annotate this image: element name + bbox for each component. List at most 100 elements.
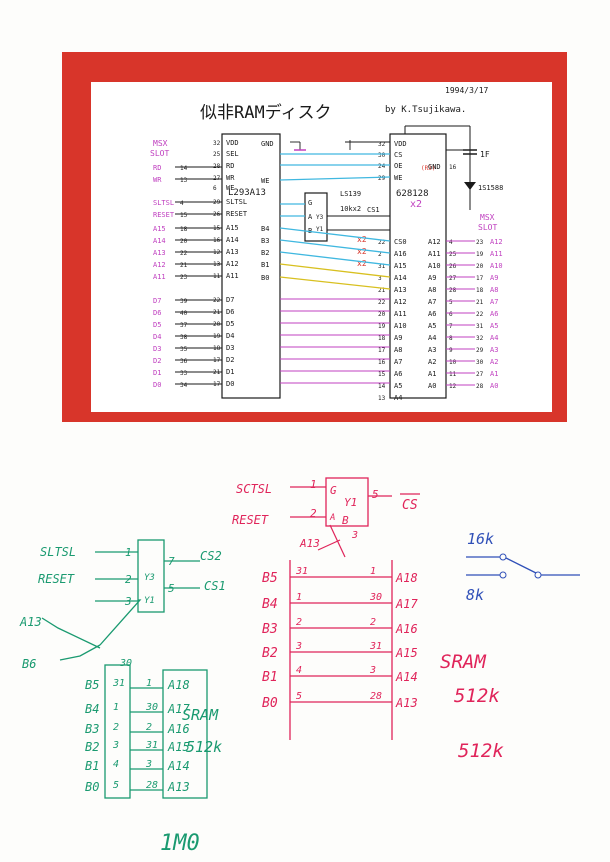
green-left-3: B2 xyxy=(85,740,99,754)
slot-left-3: RESET xyxy=(153,211,175,219)
slot-left-pin-15: 33 xyxy=(180,370,188,377)
red-right-1: A17 xyxy=(395,597,418,611)
green-right-5: A13 xyxy=(167,780,190,794)
green-sltsl: SLTSL xyxy=(40,545,76,559)
slot-right-pin-2: 20 xyxy=(476,263,484,270)
slot-left-pin-4: 18 xyxy=(180,226,188,233)
red-pin5: 5 xyxy=(372,488,379,501)
sram-pin-15: 15 xyxy=(378,371,386,378)
slot-right-0: A12 xyxy=(490,238,503,246)
slot-left-5: A14 xyxy=(153,237,166,245)
sram-right-9: A4 xyxy=(428,334,436,342)
main-left-2: RD xyxy=(226,162,234,170)
red-b: B xyxy=(342,514,349,527)
main-left-6: RESET xyxy=(226,210,248,218)
x2-mark-3: x2 xyxy=(357,259,367,268)
sram-pin-12: 18 xyxy=(378,335,386,342)
green-right-2: A16 xyxy=(167,722,190,736)
green-left-2: B3 xyxy=(85,722,99,736)
slot-left-13: D3 xyxy=(153,345,161,353)
slot-left-pin-0: 14 xyxy=(180,165,188,172)
main-left-12: D7 xyxy=(226,296,234,304)
green-left-1: B4 xyxy=(85,702,99,716)
red-left-pin-5: 5 xyxy=(296,691,302,702)
slot-left-0: RD xyxy=(153,164,161,172)
green-a13: A13 xyxy=(19,615,42,629)
slot-left-10: D6 xyxy=(153,309,161,317)
slot-left-pin-14: 36 xyxy=(180,358,188,365)
main-left-15: D4 xyxy=(226,332,234,340)
main-pin-5: 29 xyxy=(213,199,221,206)
red-reset: RESET xyxy=(232,513,269,527)
slot-right-6: A6 xyxy=(490,310,498,318)
slot-right-8: A4 xyxy=(490,334,498,342)
red-left-pin-4: 4 xyxy=(296,665,302,676)
red-note-512k: 512k xyxy=(454,685,500,707)
slot-left-14: D2 xyxy=(153,357,161,365)
slot-right-4: A8 xyxy=(490,286,498,294)
main-left-17: D2 xyxy=(226,356,234,364)
main-pin-19: 17 xyxy=(213,381,221,388)
decoder-g: G xyxy=(308,199,312,207)
slot-right-pin-8: 32 xyxy=(476,335,484,342)
sram-left-1: CS xyxy=(394,151,402,159)
chip-sram xyxy=(389,133,447,399)
slot-left-16: D0 xyxy=(153,381,161,389)
sram-pin-8: 21 xyxy=(378,287,386,294)
main-pin-3: 27 xyxy=(213,175,221,182)
wire xyxy=(279,263,391,278)
sram-pin-6: 31 xyxy=(378,263,386,270)
red-a: A xyxy=(329,513,335,523)
decoder-label: LS139 xyxy=(340,190,361,198)
green-right-pin-5: 28 xyxy=(146,780,158,791)
sram-right-pins: GNDA12A11A10A9A8A7A6A5A4A3A2A1A016425262… xyxy=(428,163,457,390)
sram-right-pin-13: 12 xyxy=(449,383,457,390)
sram-right-13: A0 xyxy=(428,382,436,390)
resistor-label: 10kx2 xyxy=(340,205,361,213)
slot-left-11: D5 xyxy=(153,321,161,329)
slot-left-pin-9: 39 xyxy=(180,298,188,305)
red-right-3: A15 xyxy=(395,646,418,660)
slot-right-10: A2 xyxy=(490,358,498,366)
green-right-1: A17 xyxy=(167,702,190,716)
green-y3: Y3 xyxy=(144,573,155,583)
sram-pin-17: 13 xyxy=(378,395,386,402)
cap-label: 1F xyxy=(480,150,490,159)
slot-left-pin-6: 22 xyxy=(180,250,188,257)
green-left-5: B0 xyxy=(85,780,99,794)
slot-right-labels: A1223A1119A1020A917A818A721A622A531A432A… xyxy=(476,238,503,390)
red-right-pin-3: 31 xyxy=(369,641,382,652)
decoder-y3: Y3 xyxy=(316,214,324,221)
green-left-pin-2: 2 xyxy=(113,722,119,733)
sram-left-6: A15 xyxy=(394,262,407,270)
main-pin-4: 6 xyxy=(213,185,217,192)
slot-left-pin-13: 35 xyxy=(180,346,188,353)
red-sltsl: SCTSL xyxy=(236,482,272,496)
sram-right-pin-8: 7 xyxy=(449,323,453,330)
main-pin-1: 25 xyxy=(213,151,221,158)
sram-left-12: A9 xyxy=(394,334,402,342)
main-right-0: GND xyxy=(261,140,274,148)
msx-slot-right-2: SLOT xyxy=(478,223,497,232)
chip-main-label: L293A13 xyxy=(228,188,266,198)
chip-decoder xyxy=(304,192,328,242)
main-pin-17: 17 xyxy=(213,357,221,364)
main-pin-18: 21 xyxy=(213,369,221,376)
slot-left-pin-7: 21 xyxy=(180,262,188,269)
slot-left-pin-3: 15 xyxy=(180,212,188,219)
sram-right-1: A12 xyxy=(428,238,441,246)
slot-left-8: A11 xyxy=(153,273,166,281)
main-pin-12: 22 xyxy=(213,297,221,304)
red-right-pin-5: 28 xyxy=(370,691,382,702)
sram-right-pin-0: 16 xyxy=(449,164,457,171)
slot-left-pin-11: 37 xyxy=(180,322,188,329)
sram-pin-2: 24 xyxy=(378,163,386,170)
decoder-a: A xyxy=(308,213,313,221)
green-left-pin-1: 1 xyxy=(113,702,119,713)
red-cs: CS xyxy=(402,498,418,513)
sram-right-pin-2: 25 xyxy=(449,251,457,258)
red-left-pin-0: 31 xyxy=(295,566,308,577)
sram-right-pin-11: 10 xyxy=(449,359,457,366)
slot-right-pin-7: 31 xyxy=(476,323,484,330)
